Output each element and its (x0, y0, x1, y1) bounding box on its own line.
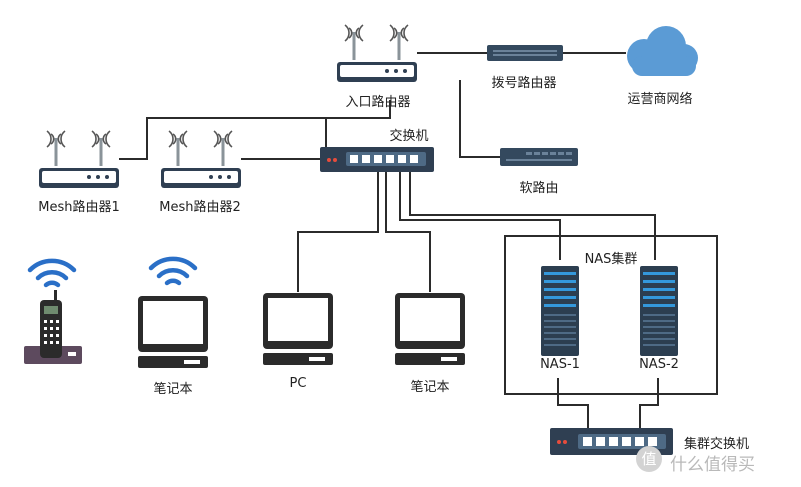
watermark-logo-icon: 值 (636, 446, 662, 472)
soft-router-label: 软路由 (519, 181, 559, 196)
dialup-router-label: 拨号路由器 (491, 76, 557, 91)
mesh-router-1 (39, 129, 119, 188)
dialup-router (487, 45, 563, 61)
connection-lines (119, 52, 718, 428)
cluster-switch-label: 集群交换机 (684, 437, 750, 452)
nas-1-server-icon (541, 266, 579, 356)
laptop-2-icon (395, 293, 465, 365)
laptop-1-icon (138, 296, 208, 368)
entry-router-label: 入口路由器 (345, 95, 411, 110)
laptop-1-label: 笔记本 (153, 382, 193, 397)
nas-1-label: NAS-1 (540, 357, 580, 372)
mesh-router-2 (161, 129, 241, 188)
isp-network-label: 运营商网络 (627, 92, 693, 107)
mesh-router-1-label: Mesh路由器1 (38, 200, 120, 215)
pc-icon (263, 293, 333, 365)
entry-router (337, 23, 417, 82)
main-switch (320, 147, 434, 172)
nas-cluster-label: NAS集群 (584, 252, 638, 267)
nas-2-label: NAS-2 (639, 357, 679, 372)
pc-label: PC (289, 376, 307, 391)
wifi-icon (151, 259, 195, 283)
watermark-text: 什么值得买 (670, 455, 755, 475)
wifi-icon (30, 261, 74, 285)
cloud-icon (627, 26, 698, 76)
phone-icon (24, 290, 82, 364)
mesh-router-2-label: Mesh路由器2 (159, 200, 241, 215)
laptop-2-label: 笔记本 (410, 380, 450, 395)
soft-router (500, 148, 578, 166)
nas-2-server-icon (640, 266, 678, 356)
switch-label: 交换机 (389, 129, 429, 144)
